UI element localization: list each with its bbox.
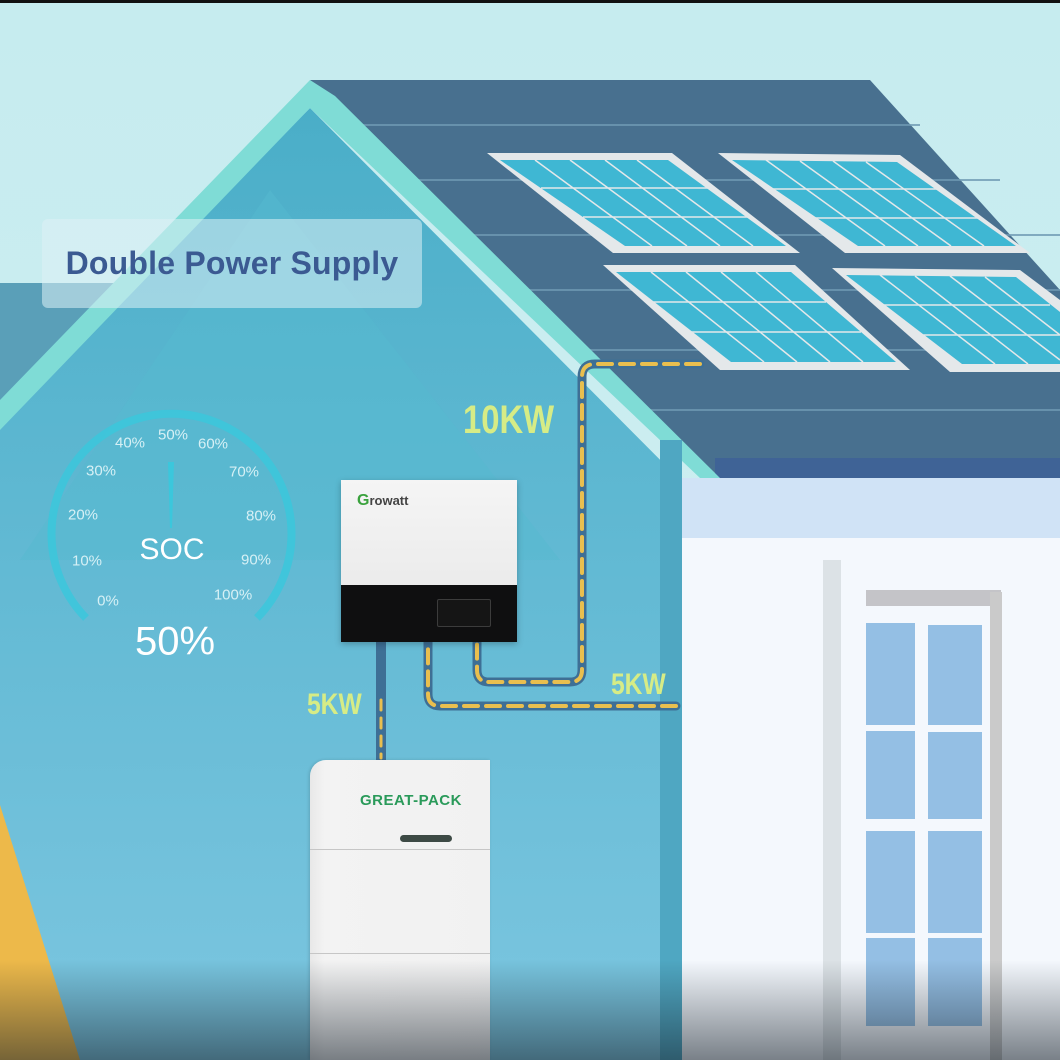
gauge-tick-0: 0% [97, 592, 119, 610]
soc-gauge [47, 409, 296, 621]
soc-value: 50% [134, 619, 216, 664]
battery-pack: GREAT-PACK [310, 760, 490, 1060]
gauge-tick-20: 20% [67, 506, 99, 524]
page-title: Double Power Supply [65, 245, 399, 281]
solar-panel [718, 153, 1030, 253]
battery-module-divider [310, 953, 490, 954]
gauge-tick-70: 70% [228, 463, 260, 481]
gauge-tick-30: 30% [85, 462, 117, 480]
gauge-tick-50: 50% [157, 426, 189, 444]
solar-panel [487, 153, 800, 253]
gauge-tick-40: 40% [114, 434, 146, 452]
inverter: Growatt [341, 480, 517, 642]
inverter-logo: Growatt [357, 492, 409, 509]
battery-power-label: 5KW [307, 688, 362, 721]
top-border [0, 0, 1060, 3]
gauge-tick-80: 80% [245, 507, 277, 525]
battery-module-divider [310, 849, 490, 850]
inverter-control-panel [341, 585, 517, 642]
battery-logo: GREAT-PACK [360, 792, 462, 809]
cables [376, 359, 705, 767]
gauge-tick-60: 60% [197, 435, 229, 453]
inverter-display [437, 599, 491, 627]
gauge-tick-10: 10% [71, 552, 103, 570]
soc-label: SOC [139, 533, 205, 566]
solar-power-label: 10KW [463, 398, 555, 442]
solar-panels [487, 153, 1060, 372]
gauge-tick-100: 100% [213, 586, 253, 604]
gauge-tick-90: 90% [240, 551, 272, 569]
battery-indicator [400, 835, 452, 842]
title-banner: Double Power Supply [42, 219, 422, 308]
house-power-label: 5KW [611, 668, 666, 701]
solar-panel [832, 268, 1060, 372]
solar-panel [603, 265, 910, 370]
